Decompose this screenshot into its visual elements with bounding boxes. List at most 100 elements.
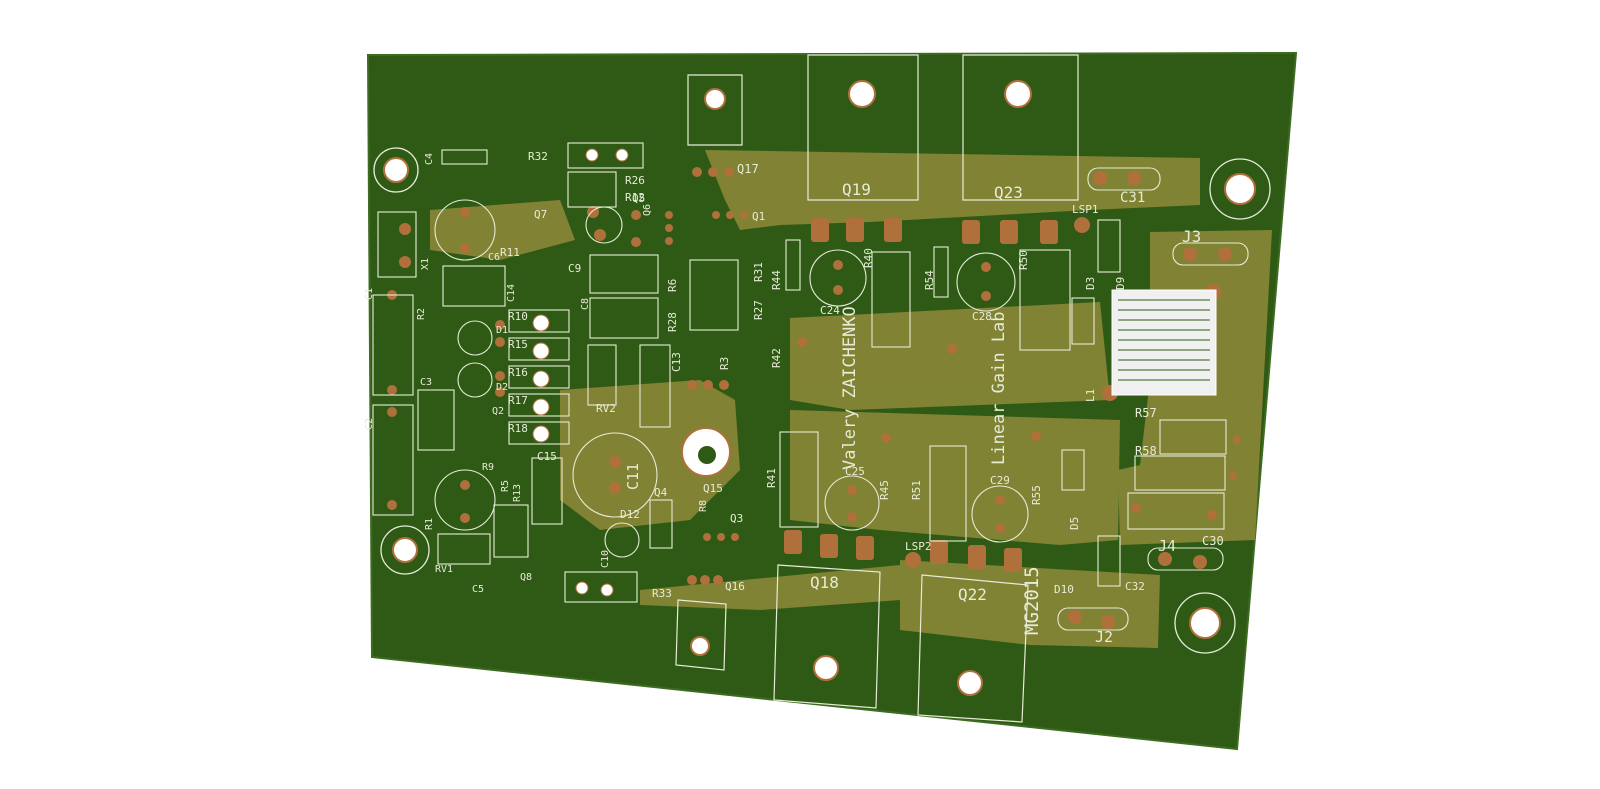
designator-q4: Q4 xyxy=(654,486,668,499)
designator-q6: Q6 xyxy=(642,204,653,216)
designator-q15: Q15 xyxy=(703,482,723,495)
designator-q8: Q8 xyxy=(520,572,532,583)
trimmer-pads xyxy=(532,148,629,597)
designator-c25: C25 xyxy=(845,465,865,478)
designator-q17: Q17 xyxy=(737,162,759,176)
designator-r40: R40 xyxy=(862,248,875,268)
designator-r15: R15 xyxy=(508,338,528,351)
designator-q2: Q2 xyxy=(492,406,504,417)
designator-c8: C8 xyxy=(580,298,591,310)
designator-c28: C28 xyxy=(972,310,992,323)
designator-c9: C9 xyxy=(568,262,581,275)
designator-d1: D1 xyxy=(496,325,508,336)
designator-q7: Q7 xyxy=(534,208,547,221)
designator-r13: R13 xyxy=(512,484,523,502)
designator-r28: R28 xyxy=(666,312,679,332)
designator-r18: R18 xyxy=(508,422,528,435)
designator-c14: C14 xyxy=(506,284,517,302)
silk-year-code: MG2015 xyxy=(1021,566,1043,635)
designator-r32: R32 xyxy=(528,150,548,163)
designator-d12: D12 xyxy=(620,508,640,521)
designator-r45: R45 xyxy=(878,480,891,500)
trimmer-knob xyxy=(681,427,731,477)
designator-r6: R6 xyxy=(666,279,679,292)
designator-q3: Q3 xyxy=(730,512,743,525)
designator-lsp2: LSP2 xyxy=(905,540,932,553)
designator-q22: Q22 xyxy=(958,585,987,604)
designator-q23: Q23 xyxy=(994,183,1023,202)
designator-c10: C10 xyxy=(600,550,611,568)
designator-c1: C1 xyxy=(364,288,375,300)
silk-author: Valery ZAICHENKO xyxy=(840,306,860,470)
designator-d9: D9 xyxy=(1114,277,1127,290)
designator-c32: C32 xyxy=(1125,580,1145,593)
capacitor-outlines xyxy=(434,199,1029,558)
designator-r2: R2 xyxy=(416,308,427,320)
designator-q18: Q18 xyxy=(810,573,839,592)
mounting-hole xyxy=(380,525,430,575)
designator-r8: R8 xyxy=(698,500,709,512)
designator-r5: R5 xyxy=(500,480,511,492)
designator-r3: R3 xyxy=(718,357,731,370)
designator-c29: C29 xyxy=(990,474,1010,487)
power-transistor-outlines xyxy=(675,54,1079,723)
designator-r54: R54 xyxy=(923,270,936,290)
designator-c30: C30 xyxy=(1202,534,1224,548)
power-transistor-pads xyxy=(784,218,1058,572)
designator-c3: C3 xyxy=(420,377,432,388)
mounting-holes xyxy=(373,147,1271,654)
designator-c5: C5 xyxy=(472,584,484,595)
designator-c24: C24 xyxy=(820,304,840,317)
designator-c31: C31 xyxy=(1120,190,1145,206)
designator-c2: C2 xyxy=(364,418,375,430)
component-outlines xyxy=(372,142,1249,631)
designator-r31: R31 xyxy=(752,262,765,282)
designator-r17: R17 xyxy=(508,394,528,407)
designator-r1: R1 xyxy=(424,518,435,530)
designator-r51: R51 xyxy=(910,480,923,500)
designator-r50: R50 xyxy=(1017,250,1030,270)
designator-lsp1: LSP1 xyxy=(1072,203,1099,216)
designator-q19: Q19 xyxy=(842,180,871,199)
designator-d2: D2 xyxy=(496,382,508,393)
designator-j4: J4 xyxy=(1158,537,1176,555)
designator-c13: C13 xyxy=(670,352,683,372)
designator-r10: R10 xyxy=(508,310,528,323)
designator-r11: R11 xyxy=(500,246,520,259)
designator-c11: C11 xyxy=(624,463,642,490)
designator-c4: C4 xyxy=(424,153,435,165)
mounting-hole xyxy=(1174,592,1236,654)
designator-d3: D3 xyxy=(1084,277,1097,290)
designator-r9: R9 xyxy=(482,462,494,473)
designator-r57: R57 xyxy=(1135,406,1157,420)
designator-r42: R42 xyxy=(770,348,783,368)
designator-c15: C15 xyxy=(537,450,557,463)
mounting-hole xyxy=(1209,158,1271,220)
mounting-hole xyxy=(373,147,419,193)
designator-r16: R16 xyxy=(508,366,528,379)
designator-r33: R33 xyxy=(652,587,672,600)
designator-rv2: RV2 xyxy=(596,402,616,415)
designator-r12: R12 xyxy=(625,191,645,204)
designator-j2: J2 xyxy=(1095,628,1113,646)
designator-c6: C6 xyxy=(488,252,500,263)
designator-d10: D10 xyxy=(1054,583,1074,596)
designator-x1: X1 xyxy=(420,258,431,270)
designator-rv1: RV1 xyxy=(435,564,453,575)
designator-l1: L1 xyxy=(1084,389,1097,402)
designator-r26: R26 xyxy=(625,174,645,187)
designator-j3: J3 xyxy=(1182,227,1201,246)
designator-q1: Q1 xyxy=(752,210,765,223)
designator-q5: Q5 xyxy=(632,192,645,205)
designator-d5: D5 xyxy=(1068,517,1081,530)
inductor-coil xyxy=(1111,289,1217,396)
designator-r44: R44 xyxy=(770,270,783,290)
small-pads xyxy=(387,167,1241,629)
designator-r41: R41 xyxy=(765,468,778,488)
designator-r27: R27 xyxy=(752,300,765,320)
silk-lab: Linear Gain Lab xyxy=(989,311,1009,465)
designator-r55: R55 xyxy=(1030,485,1043,505)
designator-q16: Q16 xyxy=(725,580,745,593)
